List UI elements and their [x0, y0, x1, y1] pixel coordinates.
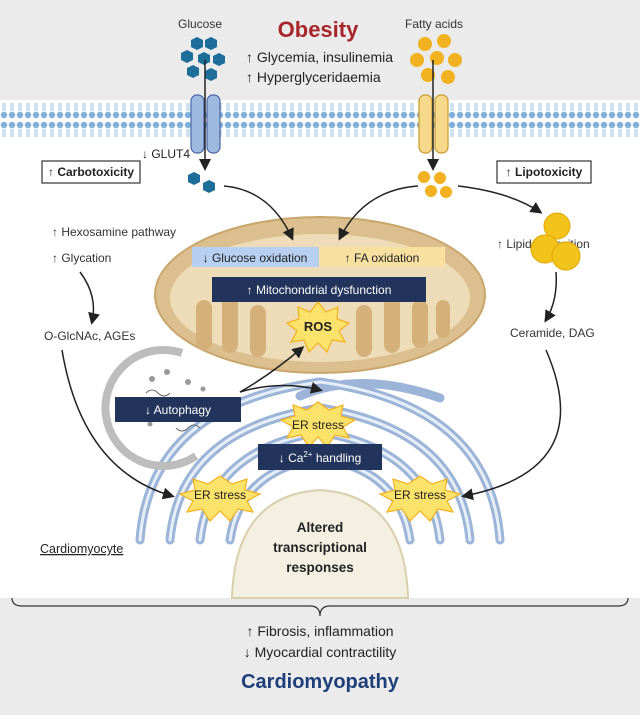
autophagy-to-er-arrow: [239, 381, 323, 394]
er-stress-right-text: ER stress: [394, 488, 446, 502]
er-stress-top-text: ER stress: [292, 418, 344, 432]
carbotoxicity-text: ↑ Carbotoxicity: [48, 165, 134, 179]
lipid-to-ceramide-arrow: [544, 271, 558, 323]
glucose-molecules-icon: [181, 37, 225, 81]
glycation-text: ↑ Glycation: [52, 251, 111, 265]
oglcnac-text: O-GlcNAc, AGEs: [44, 329, 135, 343]
glycemia-text: ↑ Glycemia, insulinemia: [246, 49, 393, 65]
cardiomyocyte-label: Cardiomyocyte: [40, 542, 123, 556]
fa-oxidation-text: ↑ FA oxidation: [345, 251, 420, 265]
lipotoxicity-text: ↑ Lipotoxicity: [506, 165, 583, 179]
glucose-label: Glucose: [178, 17, 222, 31]
outcome-bracket: [11, 597, 629, 617]
outcome-background: [0, 598, 640, 715]
nucleus-line-2: transcriptional: [273, 540, 367, 555]
autophagy-text: ↓ Autophagy: [145, 403, 211, 417]
mito-dysfunction-text: ↑ Mitochondrial dysfunction: [247, 283, 392, 297]
ros-starburst-icon: [285, 301, 351, 354]
lipid-droplets-icon: [530, 212, 581, 271]
er-stress-left-text: ER stress: [194, 488, 246, 502]
er-stress-right-icon: [378, 475, 462, 522]
fatty-acids-icon: [410, 34, 462, 84]
autophagy-cargo-icon: [147, 369, 206, 427]
ca-handling-box: [258, 444, 382, 470]
cristae-icon: [196, 295, 450, 357]
ca-handling-text: ↓ Ca2+ handling: [279, 450, 362, 465]
er-stress-top-icon: [279, 401, 357, 448]
ros-text: ROS: [304, 319, 333, 334]
er-stress-left-icon: [178, 475, 262, 522]
ca-handling-prefix: ↓ Ca: [279, 451, 304, 465]
hyperglyceridaemia-text: ↑ Hyperglyceridaemia: [246, 69, 381, 85]
hexosamine-text: ↑ Hexosamine pathway: [52, 225, 176, 239]
cardiomyopathy-title: Cardiomyopathy: [241, 671, 400, 693]
glucose-oxidation-text: ↓ Glucose oxidation: [203, 251, 308, 265]
autophagy-filaments-icon: [145, 389, 201, 432]
lipotoxicity-box: [496, 160, 592, 184]
nucleus-line-1: Altered: [297, 520, 344, 535]
obesity-title: Obesity: [278, 17, 359, 42]
glut4-transporter-icon: [190, 94, 221, 154]
autophagy-to-ros-arrow: [239, 346, 305, 393]
autophagosome-icon: [101, 345, 199, 470]
glucose-oxidation-box: [192, 247, 319, 267]
cell-membrane: [0, 100, 640, 140]
glucose-to-mito-arrow: [223, 185, 294, 241]
nucleus-icon: [230, 488, 410, 599]
glut4-label: ↓ GLUT4: [142, 147, 190, 161]
fibrosis-text: ↑ Fibrosis, inflammation: [246, 623, 393, 639]
autophagy-box: [115, 397, 241, 422]
oglcnac-to-er-arrow: [61, 349, 175, 500]
nucleus-line-3: responses: [286, 560, 354, 575]
ca-handling-sup: 2+: [303, 450, 312, 459]
intracellular-glucose-icon: [188, 172, 215, 193]
fa-to-mito-arrow: [338, 185, 419, 241]
fatty-acids-label: Fatty acids: [405, 17, 463, 31]
ceramide-to-er-arrow: [461, 349, 562, 501]
extracellular-background: [0, 0, 640, 100]
ca-handling-suffix: handling: [313, 451, 362, 465]
glycation-to-oglcnac-arrow: [79, 271, 100, 325]
fatty-acid-transporter-icon: [418, 94, 449, 154]
mito-dysfunction-box: [212, 277, 426, 302]
fa-oxidation-box: [319, 247, 445, 267]
intracellular-fatty-acids-icon: [418, 171, 452, 198]
contractility-text: ↓ Myocardial contractility: [244, 644, 397, 660]
ceramide-text: Ceramide, DAG: [510, 326, 595, 340]
fa-to-lipid-arrow: [457, 185, 543, 214]
carbotoxicity-box: [41, 160, 141, 184]
